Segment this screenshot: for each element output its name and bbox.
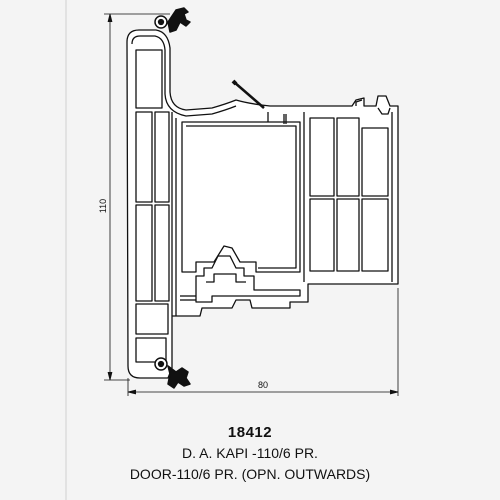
dimension-width-label: 80 bbox=[258, 380, 268, 390]
hardware-channel-inner bbox=[206, 273, 246, 283]
top-seal-wire bbox=[231, 79, 265, 109]
dimension-height-label: 110 bbox=[98, 199, 108, 213]
dimension-height bbox=[104, 13, 170, 381]
profile-title: D. A. KAPI -110/6 PR. bbox=[182, 445, 318, 461]
profile-inner-wall bbox=[131, 35, 237, 117]
hardware-channel bbox=[195, 255, 301, 303]
bottom-gasket bbox=[154, 357, 191, 389]
top-gasket bbox=[154, 7, 191, 33]
right-chambers bbox=[303, 112, 393, 282]
central-chamber bbox=[181, 121, 301, 273]
profile-outline bbox=[126, 29, 399, 379]
profile-code: 18412 bbox=[227, 424, 273, 441]
profile-subtitle: DOOR-110/6 PR. (OPN. OUTWARDS) bbox=[129, 466, 371, 482]
top-ribs bbox=[267, 112, 287, 124]
top-right-hook bbox=[355, 99, 363, 106]
left-chambers bbox=[135, 49, 177, 363]
top-right-groove bbox=[377, 107, 391, 115]
central-chamber-inner bbox=[186, 125, 297, 269]
dimension-width bbox=[127, 288, 399, 396]
